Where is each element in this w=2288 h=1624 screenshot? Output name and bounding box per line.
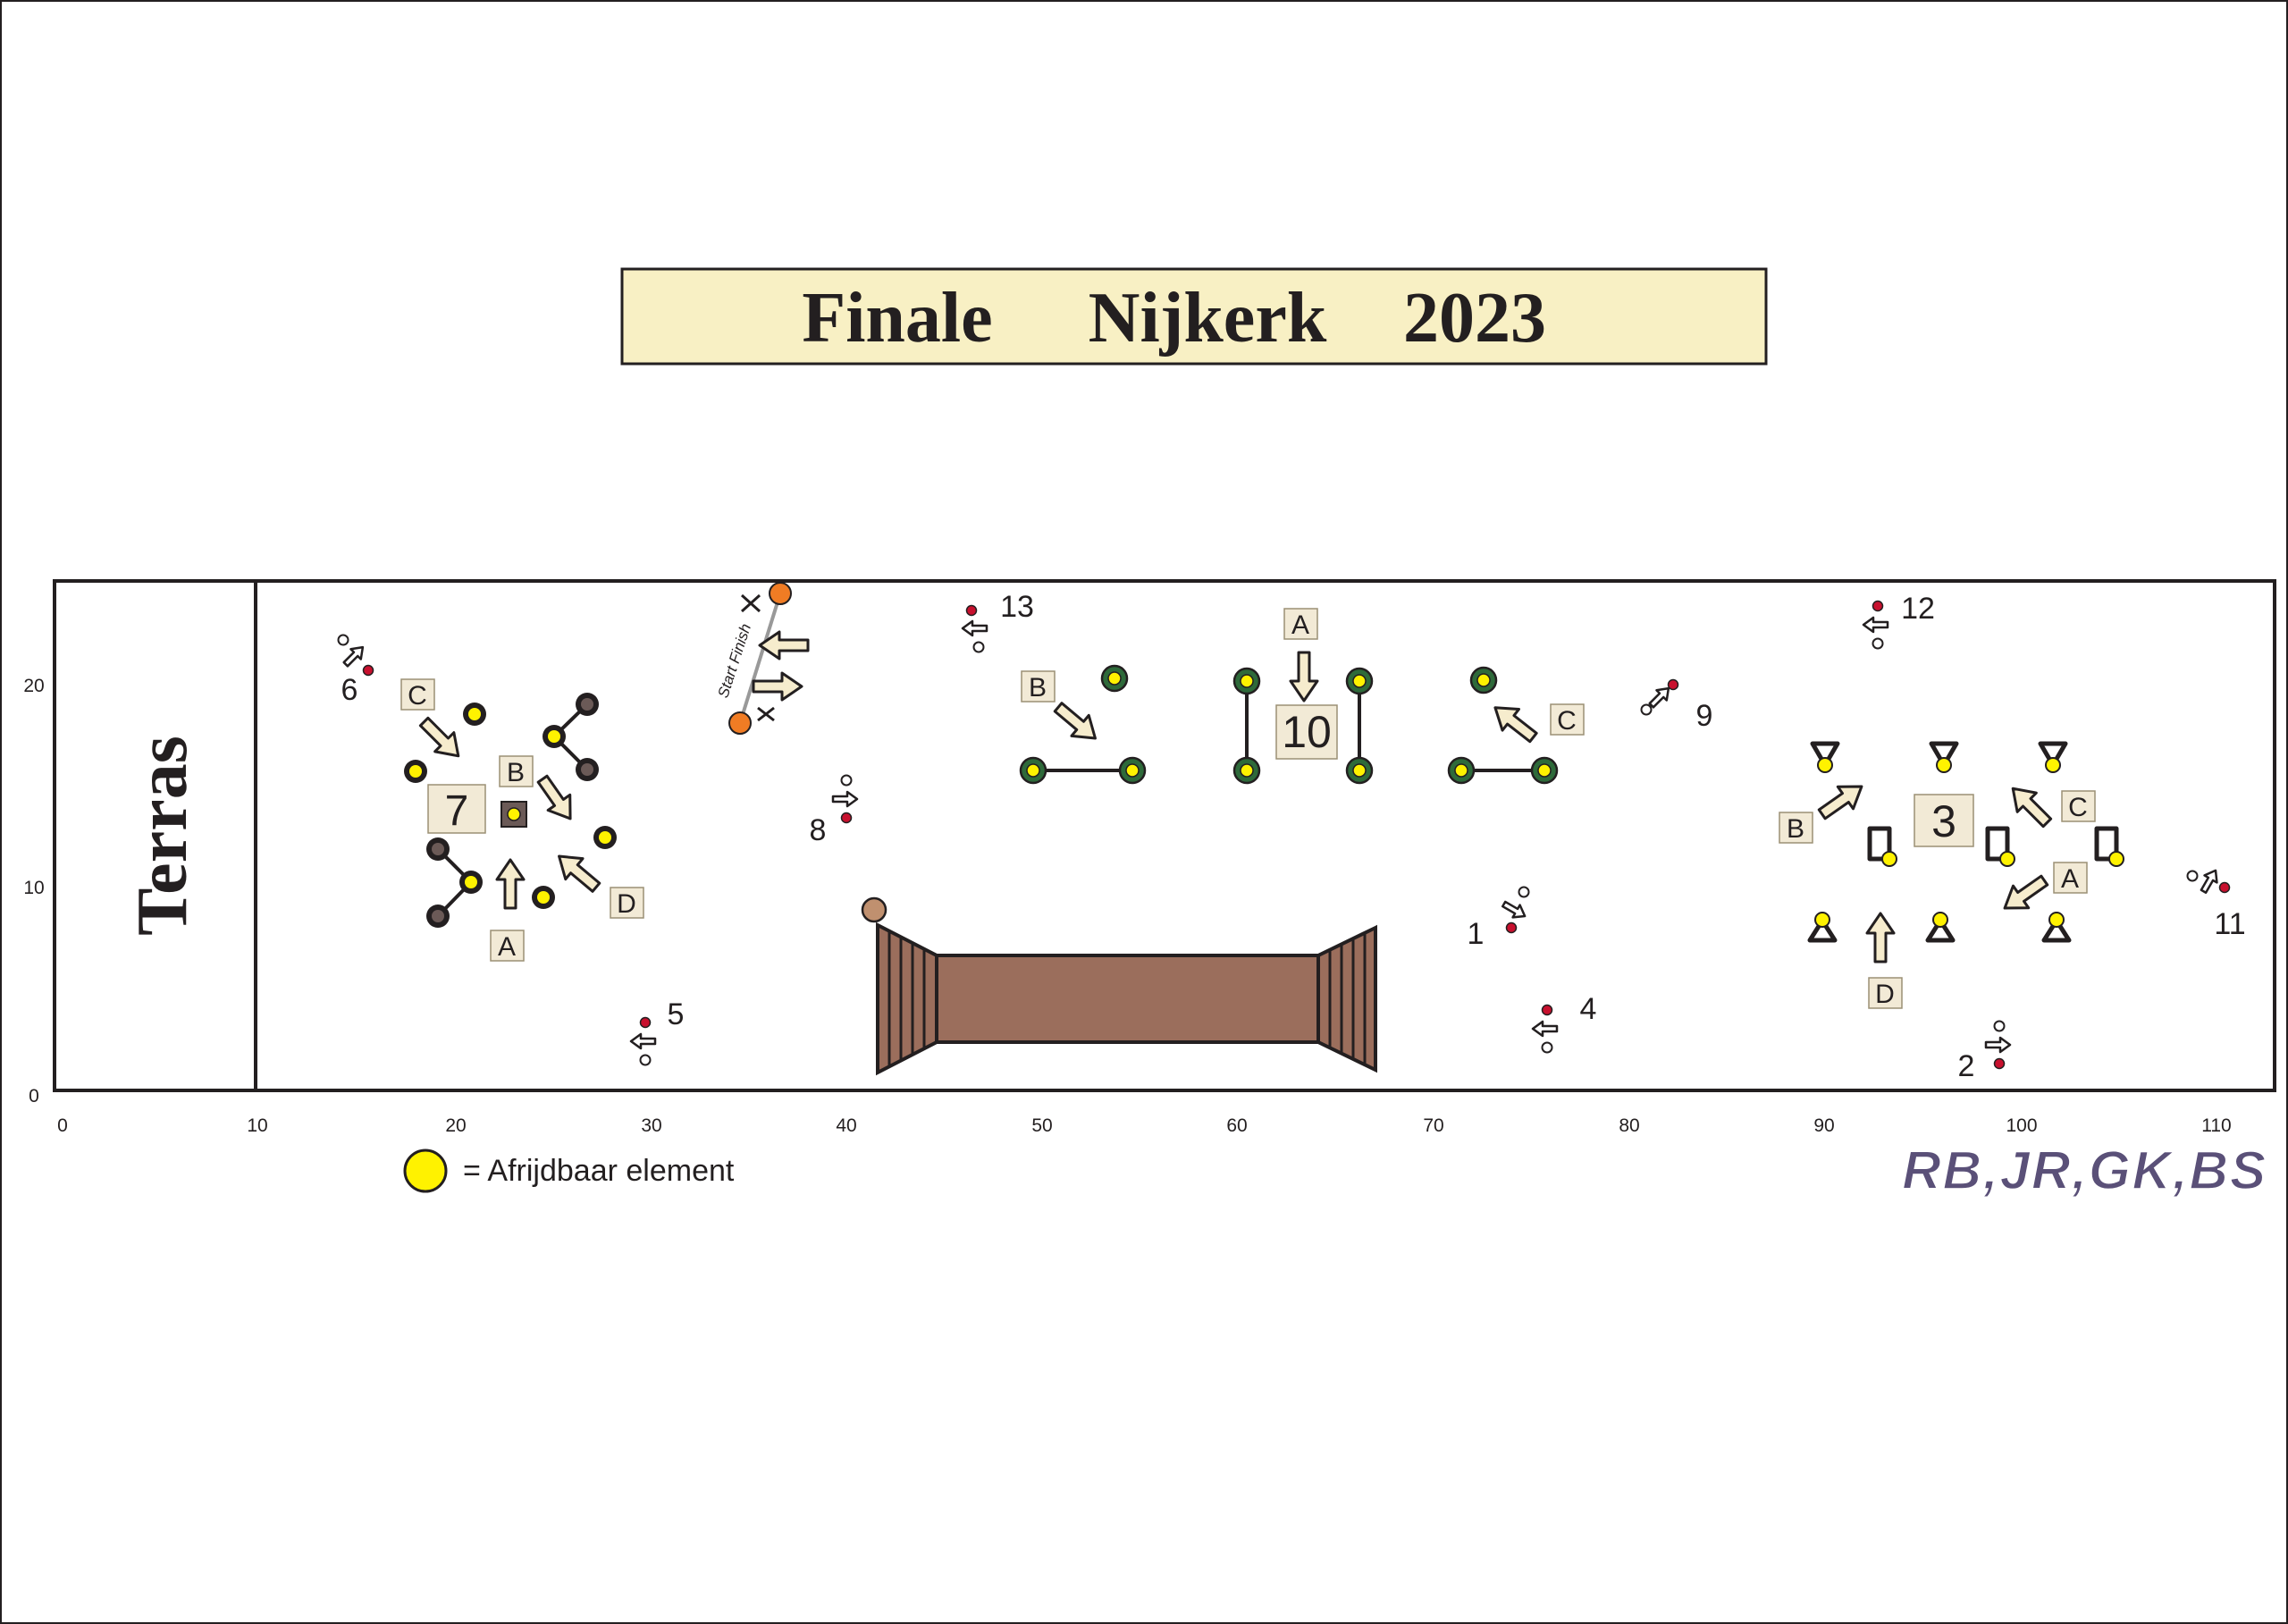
element-grey (576, 758, 599, 781)
y-tick-10: 10 (23, 878, 44, 898)
element-grey (426, 905, 450, 928)
y-tick-0: 0 (29, 1086, 39, 1107)
gate-4-number: 4 (1580, 992, 1597, 1026)
gate-8: 8 (810, 774, 859, 847)
obstacle-7: 7 C B A D (400, 678, 644, 962)
x-tick-60: 60 (1226, 1115, 1247, 1136)
x-tick-40: 40 (836, 1115, 856, 1136)
y-axis-ticks: 0 10 20 (23, 676, 44, 1107)
obstacle-7-number: 7 (445, 787, 469, 835)
gate-4: 4 (1531, 992, 1597, 1054)
element-green (1530, 756, 1559, 785)
obstacle-3-label-c: C (2068, 793, 2088, 822)
element-yellow (404, 760, 427, 783)
x-tick-20: 20 (445, 1115, 466, 1136)
x-tick-0: 0 (57, 1115, 68, 1136)
x-tick-70: 70 (1423, 1115, 1443, 1136)
title-banner: Finale Nijkerk 2023 (620, 267, 1768, 366)
element-grey (576, 693, 599, 716)
gate-6: 6 (337, 634, 374, 707)
element-green (1447, 756, 1476, 785)
x-tick-10: 10 (247, 1115, 267, 1136)
obstacle-3-label-d: D (1875, 980, 1895, 1009)
gate-9: 9 (1640, 678, 1713, 733)
legend-yellow-dot (403, 1149, 448, 1193)
gate-13-number: 13 (1000, 590, 1034, 624)
element-grey (426, 837, 450, 861)
obstacle-3: 3 B C A D (1779, 741, 2124, 1009)
gate-1: 1 (1468, 886, 1530, 951)
obstacle-10-number: 10 (1282, 707, 1332, 757)
element-green (1019, 756, 1047, 785)
x-tick-80: 80 (1619, 1115, 1639, 1136)
gate-9-number: 9 (1696, 699, 1713, 733)
bridge-post (861, 896, 887, 923)
obstacle-7-label-d: D (617, 889, 636, 919)
credits: RB,JR,GK,BS (1902, 1140, 2267, 1200)
legend: = Afrijdbaar element (403, 1149, 735, 1193)
element-green (1345, 756, 1374, 785)
element-yellow (532, 886, 555, 909)
gate-2: 2 (1958, 1020, 2012, 1083)
element-yellow (463, 703, 486, 726)
gate-11: 11 (2186, 865, 2246, 941)
obstacle-3-number: 3 (1931, 796, 1956, 846)
obstacle-10-label-b: B (1029, 673, 1047, 703)
obstacle-10: 10 A B C (1019, 608, 1585, 785)
element-green (1345, 667, 1374, 695)
gate-12: 12 (1862, 592, 1935, 650)
center-post (500, 801, 527, 828)
legend-text: = Afrijdbaar element (463, 1154, 735, 1188)
gate-13: 13 (961, 590, 1034, 653)
gate-6-number: 6 (341, 673, 358, 707)
gate-2-number: 2 (1958, 1049, 1975, 1083)
element-yellow (593, 826, 617, 849)
x-axis-ticks: 0 10 20 30 40 50 60 70 80 90 100 110 (57, 1115, 2232, 1136)
element-green (1118, 756, 1147, 785)
obstacle-10-label-a: A (1291, 610, 1309, 640)
element-green (1232, 756, 1261, 785)
gate-8-number: 8 (810, 813, 827, 847)
element-yellow (459, 871, 483, 894)
element-green (1469, 666, 1498, 694)
gate-12-number: 12 (1901, 592, 1935, 626)
gate-5: 5 (629, 997, 685, 1066)
obstacle-3-label-a: A (2061, 864, 2079, 894)
obstacle-7-label-c: C (408, 681, 427, 711)
x-tick-90: 90 (1813, 1115, 1834, 1136)
element-yellow (543, 725, 566, 748)
title-word-finale: Finale (802, 279, 992, 358)
obstacle-7-label-b: B (507, 758, 525, 787)
obstacle-10-label-c: C (1557, 706, 1577, 736)
gate-1-number: 1 (1468, 917, 1485, 951)
title-word-nijkerk: Nijkerk (1089, 279, 1327, 358)
obstacle-7-label-a: A (498, 932, 516, 962)
element-green (1100, 664, 1129, 693)
element-green (1232, 667, 1261, 695)
x-tick-50: 50 (1031, 1115, 1052, 1136)
bridge (861, 896, 1377, 1076)
gate-11-number: 11 (2214, 907, 2245, 941)
x-tick-100: 100 (2006, 1115, 2037, 1136)
terras-label: Terras (123, 736, 202, 936)
y-tick-20: 20 (23, 676, 44, 696)
gate-5-number: 5 (668, 997, 685, 1031)
x-tick-110: 110 (2201, 1115, 2231, 1136)
obstacle-3-label-b: B (1787, 814, 1804, 844)
x-tick-30: 30 (641, 1115, 661, 1136)
title-word-year: 2023 (1403, 279, 1546, 358)
